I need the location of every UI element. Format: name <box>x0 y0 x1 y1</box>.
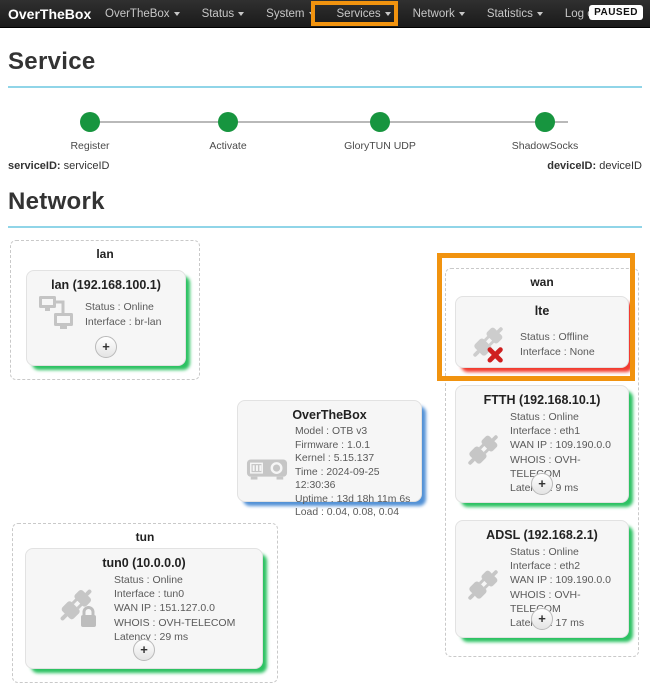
card-lte-info: Status : Offline Interface : None <box>520 330 595 358</box>
chevron-down-icon <box>458 11 465 16</box>
group-wan-label: wan <box>530 275 554 289</box>
card-adsl-title: ADSL (192.168.2.1) <box>486 528 598 542</box>
brand-logo[interactable]: OverTheBox <box>8 6 92 22</box>
card-overthebox-title: OverTheBox <box>292 408 367 422</box>
plug-icon <box>462 429 504 476</box>
device-id-value: deviceID <box>599 160 642 172</box>
paused-badge[interactable]: PAUSED <box>589 5 643 20</box>
group-tun: tun <box>12 523 278 683</box>
network-divider <box>8 226 642 228</box>
card-lte-title: lte <box>534 304 550 318</box>
step-dot-register <box>80 112 100 132</box>
tun0-interface: Interface : tun0 <box>114 588 185 601</box>
ftth-interface: Interface : eth1 <box>510 425 581 438</box>
step-dot-shadowsocks <box>535 112 555 132</box>
lan-status: Status : Online <box>85 301 154 314</box>
nav-item-statistics[interactable]: Statistics <box>476 0 554 28</box>
card-lte[interactable]: lte Status : <box>455 296 629 368</box>
nav-item-status[interactable]: Status <box>191 0 256 28</box>
tun0-latency: Latency : 29 ms <box>114 630 189 643</box>
adsl-wan-ip: WAN IP : 109.190.0.0 <box>510 574 611 587</box>
network-diagram: lan lan (192.168.100.1) Sta <box>0 238 650 691</box>
step-dot-activate <box>218 112 238 132</box>
group-lan: lan <box>10 240 200 380</box>
tun0-status: Status : Online <box>114 574 183 586</box>
nav-item-overthebox[interactable]: OverTheBox <box>94 0 191 28</box>
nav-item-system[interactable]: System <box>255 0 325 28</box>
lan-interface: Interface : br-lan <box>85 315 162 328</box>
service-divider <box>8 86 642 88</box>
ftth-whois: WHOIS : OVH-TELECOM <box>510 453 581 480</box>
lan-add-button[interactable]: + <box>95 336 117 358</box>
step-label-shadowsocks: ShadowSocks <box>511 140 579 152</box>
lte-status: Status : Offline <box>520 331 589 344</box>
switch-icon <box>37 295 75 334</box>
otb-kernel: Kernel : 5.15.137 <box>295 453 375 465</box>
lte-interface: Interface : None <box>520 345 595 358</box>
chevron-down-icon <box>173 11 180 16</box>
ftth-wan-ip: WAN IP : 109.190.0.0 <box>510 439 611 452</box>
top-navbar: OverTheBox OverTheBox Status System Serv… <box>0 0 650 28</box>
card-adsl-info: Status : Online Interface : eth2 WAN IP … <box>510 545 620 630</box>
plug-lock-icon <box>54 583 100 634</box>
ftth-status: Status : Online <box>510 411 579 423</box>
service-id-value: serviceID <box>63 160 110 172</box>
step-dot-glorytun <box>370 112 390 132</box>
otb-firmware: Firmware : 1.0.1 <box>295 439 371 451</box>
otb-uptime: Uptime : 13d 18h 11m 6s <box>295 493 411 505</box>
service-id: serviceID: serviceID <box>8 160 110 172</box>
router-icon <box>246 457 288 488</box>
group-lan-label: lan <box>96 247 114 261</box>
otb-model: Model : OTB v3 <box>295 426 368 437</box>
adsl-add-button[interactable]: + <box>531 608 553 630</box>
tun0-wan-ip: WAN IP : 151.127.0.0 <box>114 602 215 615</box>
step-label-activate: Activate <box>209 140 247 152</box>
nav-item-services[interactable]: Services <box>326 0 402 28</box>
chevron-down-icon <box>536 11 543 16</box>
card-overthebox[interactable]: OverTheBox Model : OTB v3 Firmware : 1.0… <box>237 400 422 518</box>
service-heading: Service <box>8 48 96 75</box>
plug-icon <box>462 564 504 611</box>
card-tun0-info: Status : Online Interface : tun0 WAN IP … <box>114 573 235 644</box>
ids-row: serviceID: serviceID deviceID: deviceID <box>8 160 642 172</box>
service-id-label: serviceID: <box>8 160 61 172</box>
card-tun0-title: tun0 (10.0.0.0) <box>102 556 186 570</box>
nav-item-network[interactable]: Network <box>402 0 476 28</box>
service-stepper: Register Activate GloryTUN UDP ShadowSoc… <box>0 102 650 154</box>
otb-time: Time : 2024-09-25 12:30:36 <box>295 466 380 492</box>
card-lan[interactable]: lan (192.168.100.1) Status : Online <box>26 270 186 366</box>
stepper-line <box>90 121 568 123</box>
card-lan-info: Status : Online Interface : br-lan <box>85 300 161 328</box>
step-label-register: Register <box>70 140 110 152</box>
chevron-down-icon <box>238 11 245 16</box>
plug-offline-icon <box>466 321 510 368</box>
tun0-add-button[interactable]: + <box>133 639 155 661</box>
card-adsl[interactable]: ADSL (192.168.2.1) Status : Online Inter <box>455 520 629 638</box>
card-ftth[interactable]: FTTH (192.168.10.1) Status : Online Inte <box>455 385 629 503</box>
ftth-latency: Latency : 9 ms <box>510 481 579 494</box>
card-ftth-title: FTTH (192.168.10.1) <box>483 393 601 407</box>
step-label-glorytun: GloryTUN UDP <box>344 140 416 152</box>
card-overthebox-info: Model : OTB v3 Firmware : 1.0.1 Kernel :… <box>295 425 413 520</box>
adsl-status: Status : Online <box>510 546 579 558</box>
nav-menu: OverTheBox Status System Services Networ… <box>94 0 614 28</box>
adsl-interface: Interface : eth2 <box>510 560 581 573</box>
adsl-whois: WHOIS : OVH-TELECOM <box>510 588 581 615</box>
group-tun-label: tun <box>135 530 155 544</box>
device-id: deviceID: deviceID <box>547 160 642 172</box>
tun0-whois: WHOIS : OVH-TELECOM <box>114 616 236 629</box>
card-ftth-info: Status : Online Interface : eth1 WAN IP … <box>510 410 620 495</box>
chevron-down-icon <box>384 11 391 16</box>
adsl-latency: Latency : 17 ms <box>510 616 585 629</box>
network-heading: Network <box>8 188 105 215</box>
chevron-down-icon <box>308 11 315 16</box>
card-lan-title: lan (192.168.100.1) <box>51 278 161 292</box>
device-id-label: deviceID: <box>547 160 597 172</box>
card-tun0[interactable]: tun0 (10.0.0.0) Status : O <box>25 548 263 669</box>
group-wan: wan <box>445 268 639 657</box>
otb-load: Load : 0.04, 0.08, 0.04 <box>295 507 399 519</box>
ftth-add-button[interactable]: + <box>531 473 553 495</box>
